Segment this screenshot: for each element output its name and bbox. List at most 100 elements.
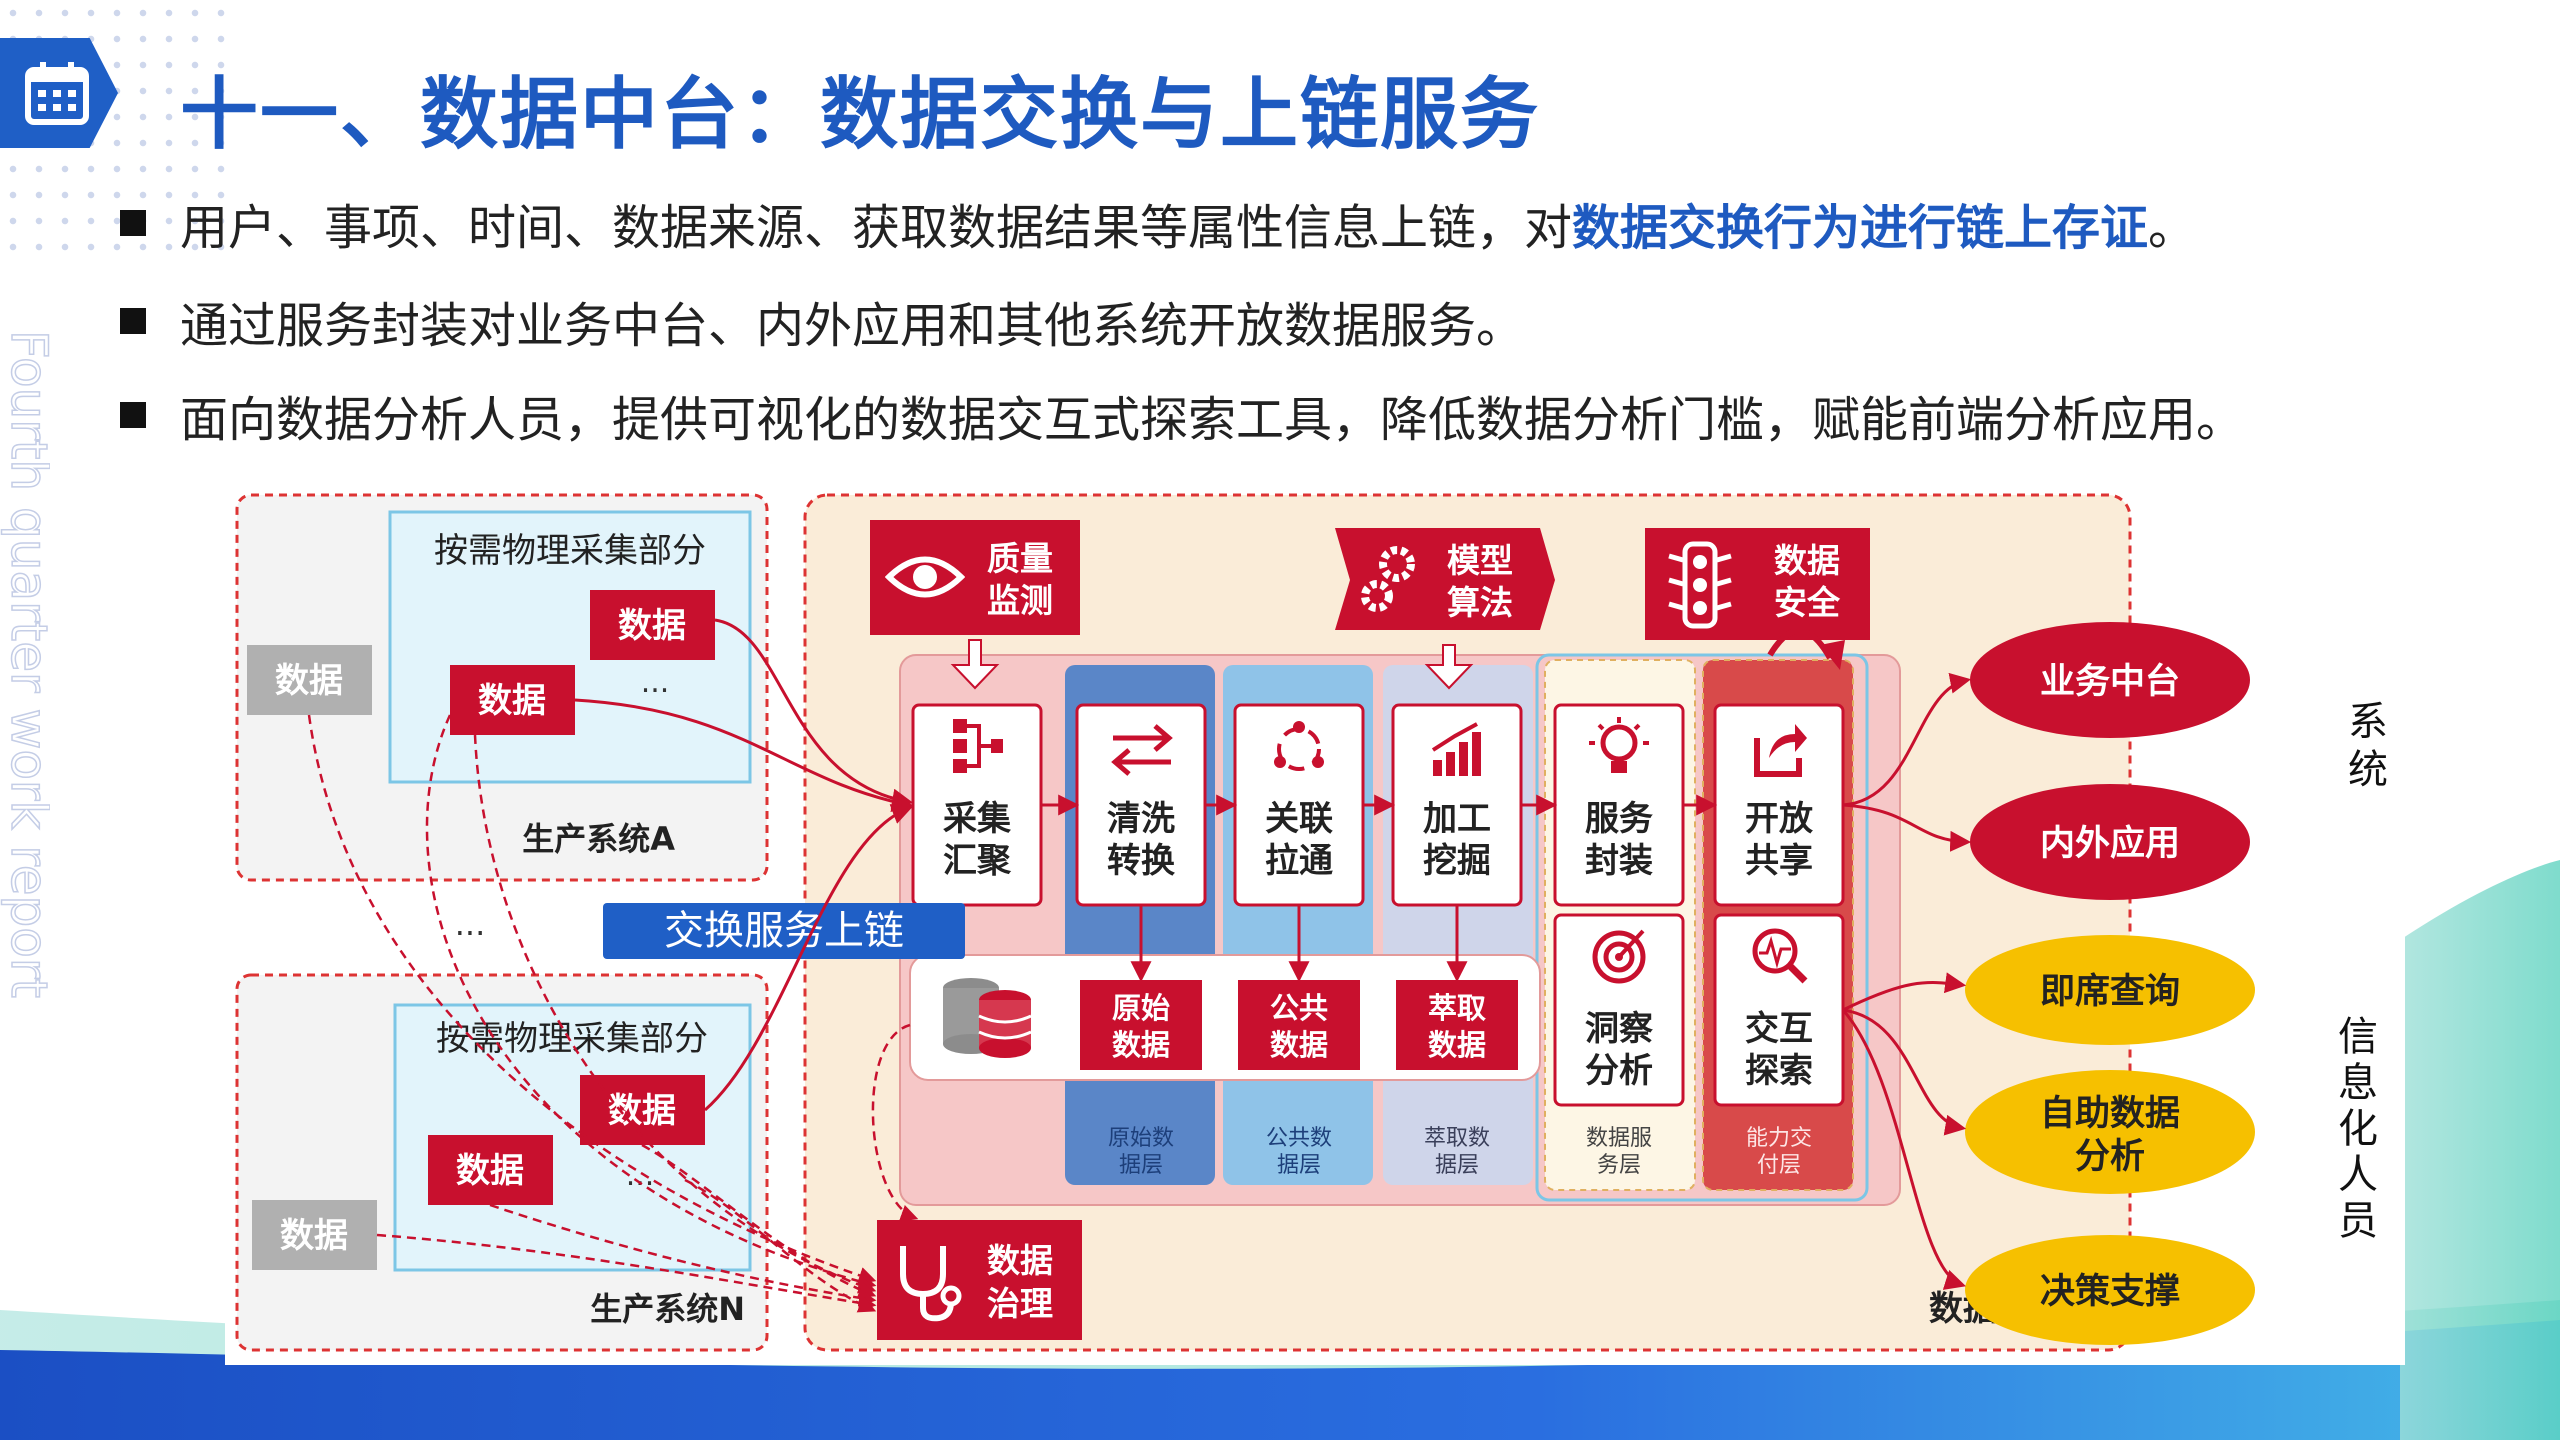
svg-text:数据: 数据	[478, 681, 546, 721]
data-governance-box: 数据 治理	[877, 1220, 1082, 1340]
step-clean: 清洗 转换	[1075, 703, 1207, 907]
traffic-light-icon	[1668, 541, 1732, 629]
svg-text:原始数: 原始数	[1108, 1126, 1174, 1151]
svg-text:挖掘: 挖掘	[1423, 841, 1491, 881]
bullet-1: 用户、事项、时间、数据来源、获取数据结果等属性信息上链，对数据交换行为进行链上存…	[120, 188, 2196, 258]
svg-text:治理: 治理	[987, 1284, 1053, 1323]
svg-text:内外应用: 内外应用	[2040, 823, 2180, 864]
svg-text:付层: 付层	[1757, 1153, 1801, 1178]
svg-text:数据服: 数据服	[1586, 1126, 1652, 1151]
data-security-box: 数据 安全	[1645, 528, 1870, 640]
svg-text:业务中台: 业务中台	[2040, 662, 2180, 702]
eye-icon	[885, 556, 965, 598]
svg-text:按需物理采集部分: 按需物理采集部分	[434, 531, 706, 571]
svg-text:能力交: 能力交	[1746, 1126, 1812, 1151]
svg-text:信: 信	[2338, 1014, 2378, 1060]
svg-text:分析: 分析	[1585, 1051, 1653, 1091]
swap-arrows-icon	[1111, 724, 1173, 776]
share-icon	[1754, 724, 1807, 777]
svg-text:分析: 分析	[2075, 1137, 2145, 1177]
calendar-icon	[25, 62, 89, 125]
extract-data-box: 萃取 数据	[1396, 980, 1518, 1070]
flow-tree-icon	[953, 719, 1003, 773]
side-label-system: 系 统	[2348, 699, 2388, 793]
database-icon	[943, 978, 1032, 1058]
middle-ellipsis: ...	[455, 905, 486, 943]
interactive-explore-card: 交互 探索	[1713, 913, 1845, 1107]
gears-icon	[1361, 546, 1415, 612]
svg-text:数据: 数据	[1270, 1028, 1328, 1062]
svg-text:安全: 安全	[1774, 583, 1841, 622]
output-adhoc-query: 即席查询	[1965, 935, 2255, 1045]
down-arrow-icon	[1424, 644, 1474, 690]
bar-chart-icon	[1431, 722, 1481, 776]
svg-text:数据: 数据	[275, 661, 343, 701]
svg-text:模型: 模型	[1447, 541, 1513, 580]
svg-text:Fourth quarter work report: Fourth quarter work report	[0, 330, 50, 998]
svg-text:即席查询: 即席查询	[2040, 972, 2180, 1012]
output-internal-external-apps: 内外应用	[1970, 784, 2250, 900]
svg-text:...: ...	[641, 665, 670, 700]
svg-text:统: 统	[2348, 747, 2388, 793]
svg-text:交换服务上链: 交换服务上链	[664, 908, 904, 954]
svg-text:数据: 数据	[618, 606, 686, 646]
step-collect: 采集 汇聚	[911, 703, 1043, 907]
vertical-watermark: Fourth quarter work report	[0, 330, 50, 999]
svg-text:人: 人	[2338, 1152, 2378, 1198]
svg-text:员: 员	[2338, 1198, 2378, 1244]
exchange-service-label: 交换服务上链	[603, 903, 965, 959]
svg-text:按需物理采集部分: 按需物理采集部分	[436, 1019, 708, 1059]
bullet-square	[120, 308, 146, 334]
svg-text:务层: 务层	[1597, 1153, 1641, 1178]
svg-text:封装: 封装	[1585, 841, 1653, 881]
model-algorithm-box: 模型 算法	[1335, 528, 1555, 630]
step-service: 服务 封装	[1553, 703, 1685, 907]
svg-text:数据: 数据	[608, 1091, 676, 1131]
svg-text:采集: 采集	[943, 799, 1011, 839]
down-arrow-icon	[950, 639, 1000, 690]
svg-text:汇聚: 汇聚	[943, 841, 1012, 881]
lightbulb-icon	[1589, 717, 1649, 773]
svg-text:监测: 监测	[987, 581, 1053, 620]
svg-text:数据: 数据	[1774, 541, 1840, 580]
svg-text:决策支撑: 决策支撑	[2040, 1272, 2180, 1312]
svg-text:数据: 数据	[987, 1241, 1053, 1280]
svg-text:关联: 关联	[1265, 799, 1333, 839]
svg-text:生产系统A: 生产系统A	[522, 820, 675, 858]
system-n-panel: 按需物理采集部分 生产系统N 数据 数据 ... 数据	[235, 973, 769, 1352]
svg-text:拉通: 拉通	[1265, 841, 1333, 881]
svg-text:数据: 数据	[456, 1151, 524, 1191]
svg-text:数据: 数据	[1428, 1028, 1486, 1062]
svg-text:自助数据: 自助数据	[2040, 1094, 2180, 1134]
svg-text:服务: 服务	[1585, 799, 1653, 839]
svg-text:数据: 数据	[1112, 1028, 1170, 1062]
svg-text:公共: 公共	[1270, 991, 1328, 1025]
bullet-3: 面向数据分析人员，提供可视化的数据交互式探索工具，降低数据分析门槛，赋能前端分析…	[120, 380, 2244, 450]
svg-text:探索: 探索	[1745, 1051, 1813, 1091]
svg-text:化: 化	[2338, 1106, 2378, 1152]
cycle-icon	[1274, 721, 1324, 771]
step-associate: 关联 拉通	[1233, 703, 1365, 907]
page-title: 十一、数据中台：数据交换与上链服务	[180, 70, 1541, 160]
svg-text:共享: 共享	[1745, 841, 1813, 881]
svg-text:萃取数: 萃取数	[1424, 1126, 1490, 1151]
bullet-square	[120, 402, 146, 428]
svg-text:原始: 原始	[1112, 991, 1170, 1025]
public-data-box: 公共 数据	[1238, 980, 1360, 1070]
svg-text:开放: 开放	[1745, 799, 1813, 839]
svg-text:算法: 算法	[1447, 583, 1513, 622]
svg-text:息: 息	[2338, 1060, 2378, 1106]
svg-text:交互: 交互	[1745, 1009, 1813, 1049]
svg-text:转换: 转换	[1107, 841, 1175, 881]
svg-text:据层: 据层	[1435, 1153, 1479, 1178]
output-business-platform: 业务中台	[1970, 622, 2250, 738]
svg-text:加工: 加工	[1423, 799, 1491, 839]
bullet-2: 通过服务封装对业务中台、内外应用和其他系统开放数据服务。	[120, 286, 1524, 356]
bullet-square	[120, 210, 146, 236]
insight-analysis-card: 洞察 分析	[1553, 913, 1685, 1107]
step-process: 加工 挖掘	[1391, 703, 1523, 907]
svg-text:洞察: 洞察	[1585, 1009, 1653, 1049]
svg-text:系: 系	[2348, 699, 2388, 745]
